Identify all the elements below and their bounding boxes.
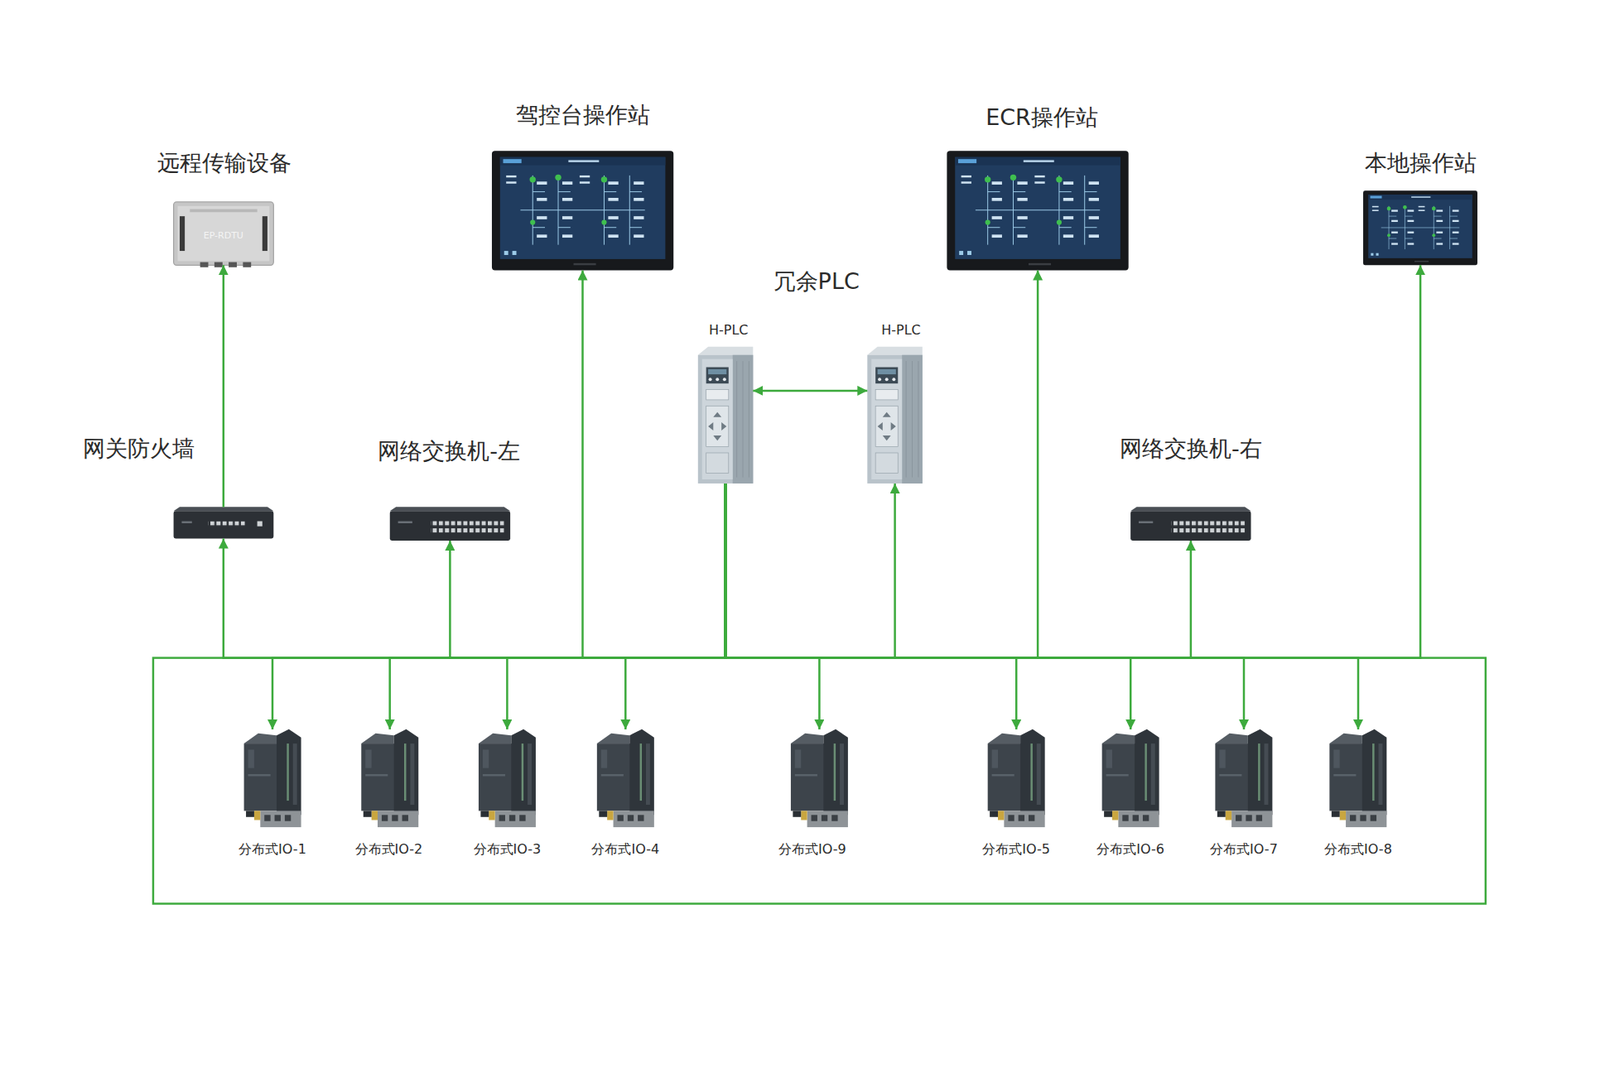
io-module: 分布式IO-3 [477, 729, 537, 829]
network-link [725, 270, 1038, 659]
monitor-illustration [491, 150, 674, 270]
network-link [725, 483, 1017, 730]
illustration-part [390, 510, 511, 541]
local-workstation: 本地操作站 [1363, 190, 1478, 266]
io-illustration [1214, 729, 1273, 828]
io-illustration [597, 729, 655, 828]
device-label: 分布式IO-1 [238, 842, 307, 858]
illustration-part [430, 520, 505, 534]
rdtu-device [173, 202, 275, 268]
device-label: 网络交换机-右 [1119, 436, 1263, 463]
network-link [223, 483, 726, 659]
io-illustration [478, 729, 536, 828]
device-label: 远程传输设备 [157, 150, 292, 177]
plc-unit: H-PLC [698, 346, 754, 484]
switch-device [390, 506, 511, 541]
io-module: 分布式IO-2 [360, 729, 420, 829]
illustration-part [173, 202, 275, 266]
io-module: 分布式IO-4 [596, 729, 656, 829]
illustration-part [173, 510, 275, 539]
illustration-part [179, 216, 185, 251]
illustration-part [242, 262, 251, 268]
device-label: 分布式IO-6 [1096, 842, 1165, 858]
network-switch: 网络交换机-左 [390, 506, 511, 541]
io-module: 分布式IO-6 [1100, 729, 1160, 829]
network-switch: 网络交换机-右 [1130, 506, 1251, 541]
network-link [725, 483, 1191, 659]
network-link [222, 265, 226, 507]
illustration-part [214, 262, 223, 268]
ecr-workstation: ECR操作站 [946, 150, 1128, 270]
firewall-device [173, 506, 275, 539]
io-illustration [244, 729, 302, 828]
illustration-part [1138, 521, 1153, 524]
network-link [725, 483, 1359, 730]
monitor-illustration [1363, 190, 1478, 266]
device-label: ECR操作站 [985, 104, 1099, 131]
io-module: 分布式IO-1 [242, 729, 302, 829]
device-label: 本地操作站 [1364, 150, 1477, 177]
illustration-part [257, 521, 263, 527]
device-label: 分布式IO-5 [982, 842, 1051, 858]
illustration-part [178, 206, 270, 262]
remote-transmission-device: 远程传输设备EP-RDTU [173, 202, 274, 266]
device-label: 分布式IO-9 [778, 842, 847, 858]
device-label: 网关防火墙 [82, 436, 195, 463]
illustration-part [200, 262, 209, 268]
monitor-illustration [946, 150, 1128, 270]
network-link [272, 483, 726, 730]
network-link [725, 483, 1131, 730]
device-label: 分布式IO-2 [355, 842, 424, 858]
network-link [449, 483, 726, 659]
io-illustration [790, 729, 849, 828]
network-link [752, 390, 868, 393]
illustration-part [181, 521, 192, 524]
illustration-part [398, 521, 413, 524]
network-link [725, 483, 820, 730]
illustration-part [262, 216, 268, 251]
device-label: H-PLC [881, 322, 921, 338]
io-module: 分布式IO-9 [790, 729, 849, 829]
io-illustration [987, 729, 1046, 828]
io-module: 分布式IO-8 [1328, 729, 1388, 829]
network-link [506, 483, 726, 730]
io-module: 分布式IO-5 [986, 729, 1046, 829]
device-label: 网络交换机-左 [377, 438, 521, 464]
network-link [725, 265, 1421, 658]
device-label: 分布式IO-7 [1209, 842, 1278, 858]
io-illustration [1329, 729, 1387, 828]
device-label: 驾控台操作站 [515, 102, 651, 129]
plc-illustration [867, 346, 923, 484]
device-label: 分布式IO-3 [473, 842, 542, 858]
network-link [625, 483, 726, 730]
device-label: 分布式IO-4 [591, 842, 660, 858]
gateway-firewall: 网关防火墙 [173, 506, 274, 539]
illustration-part [173, 506, 275, 511]
illustration-part [1130, 506, 1251, 511]
network-link [583, 270, 727, 659]
network-link [390, 483, 726, 730]
group-label: 冗余PLC [773, 269, 860, 295]
illustration-part [390, 506, 511, 511]
plc-unit: H-PLC [867, 346, 923, 484]
device-marking: EP-RDTU [203, 230, 244, 241]
network-link [725, 483, 1244, 730]
io-illustration [1102, 729, 1160, 828]
illustration-part [1171, 520, 1245, 534]
bridge-workstation: 驾控台操作站 [491, 150, 674, 270]
switch-device [1130, 506, 1251, 541]
illustration-part [228, 262, 237, 268]
illustration-part [1130, 510, 1251, 541]
illustration-part [189, 209, 257, 213]
network-link [725, 483, 896, 659]
illustration-part [207, 521, 245, 528]
io-illustration [361, 729, 419, 828]
device-label: H-PLC [708, 322, 749, 338]
device-label: 分布式IO-8 [1324, 842, 1393, 858]
io-module: 分布式IO-7 [1214, 729, 1273, 829]
plc-illustration [698, 346, 754, 484]
